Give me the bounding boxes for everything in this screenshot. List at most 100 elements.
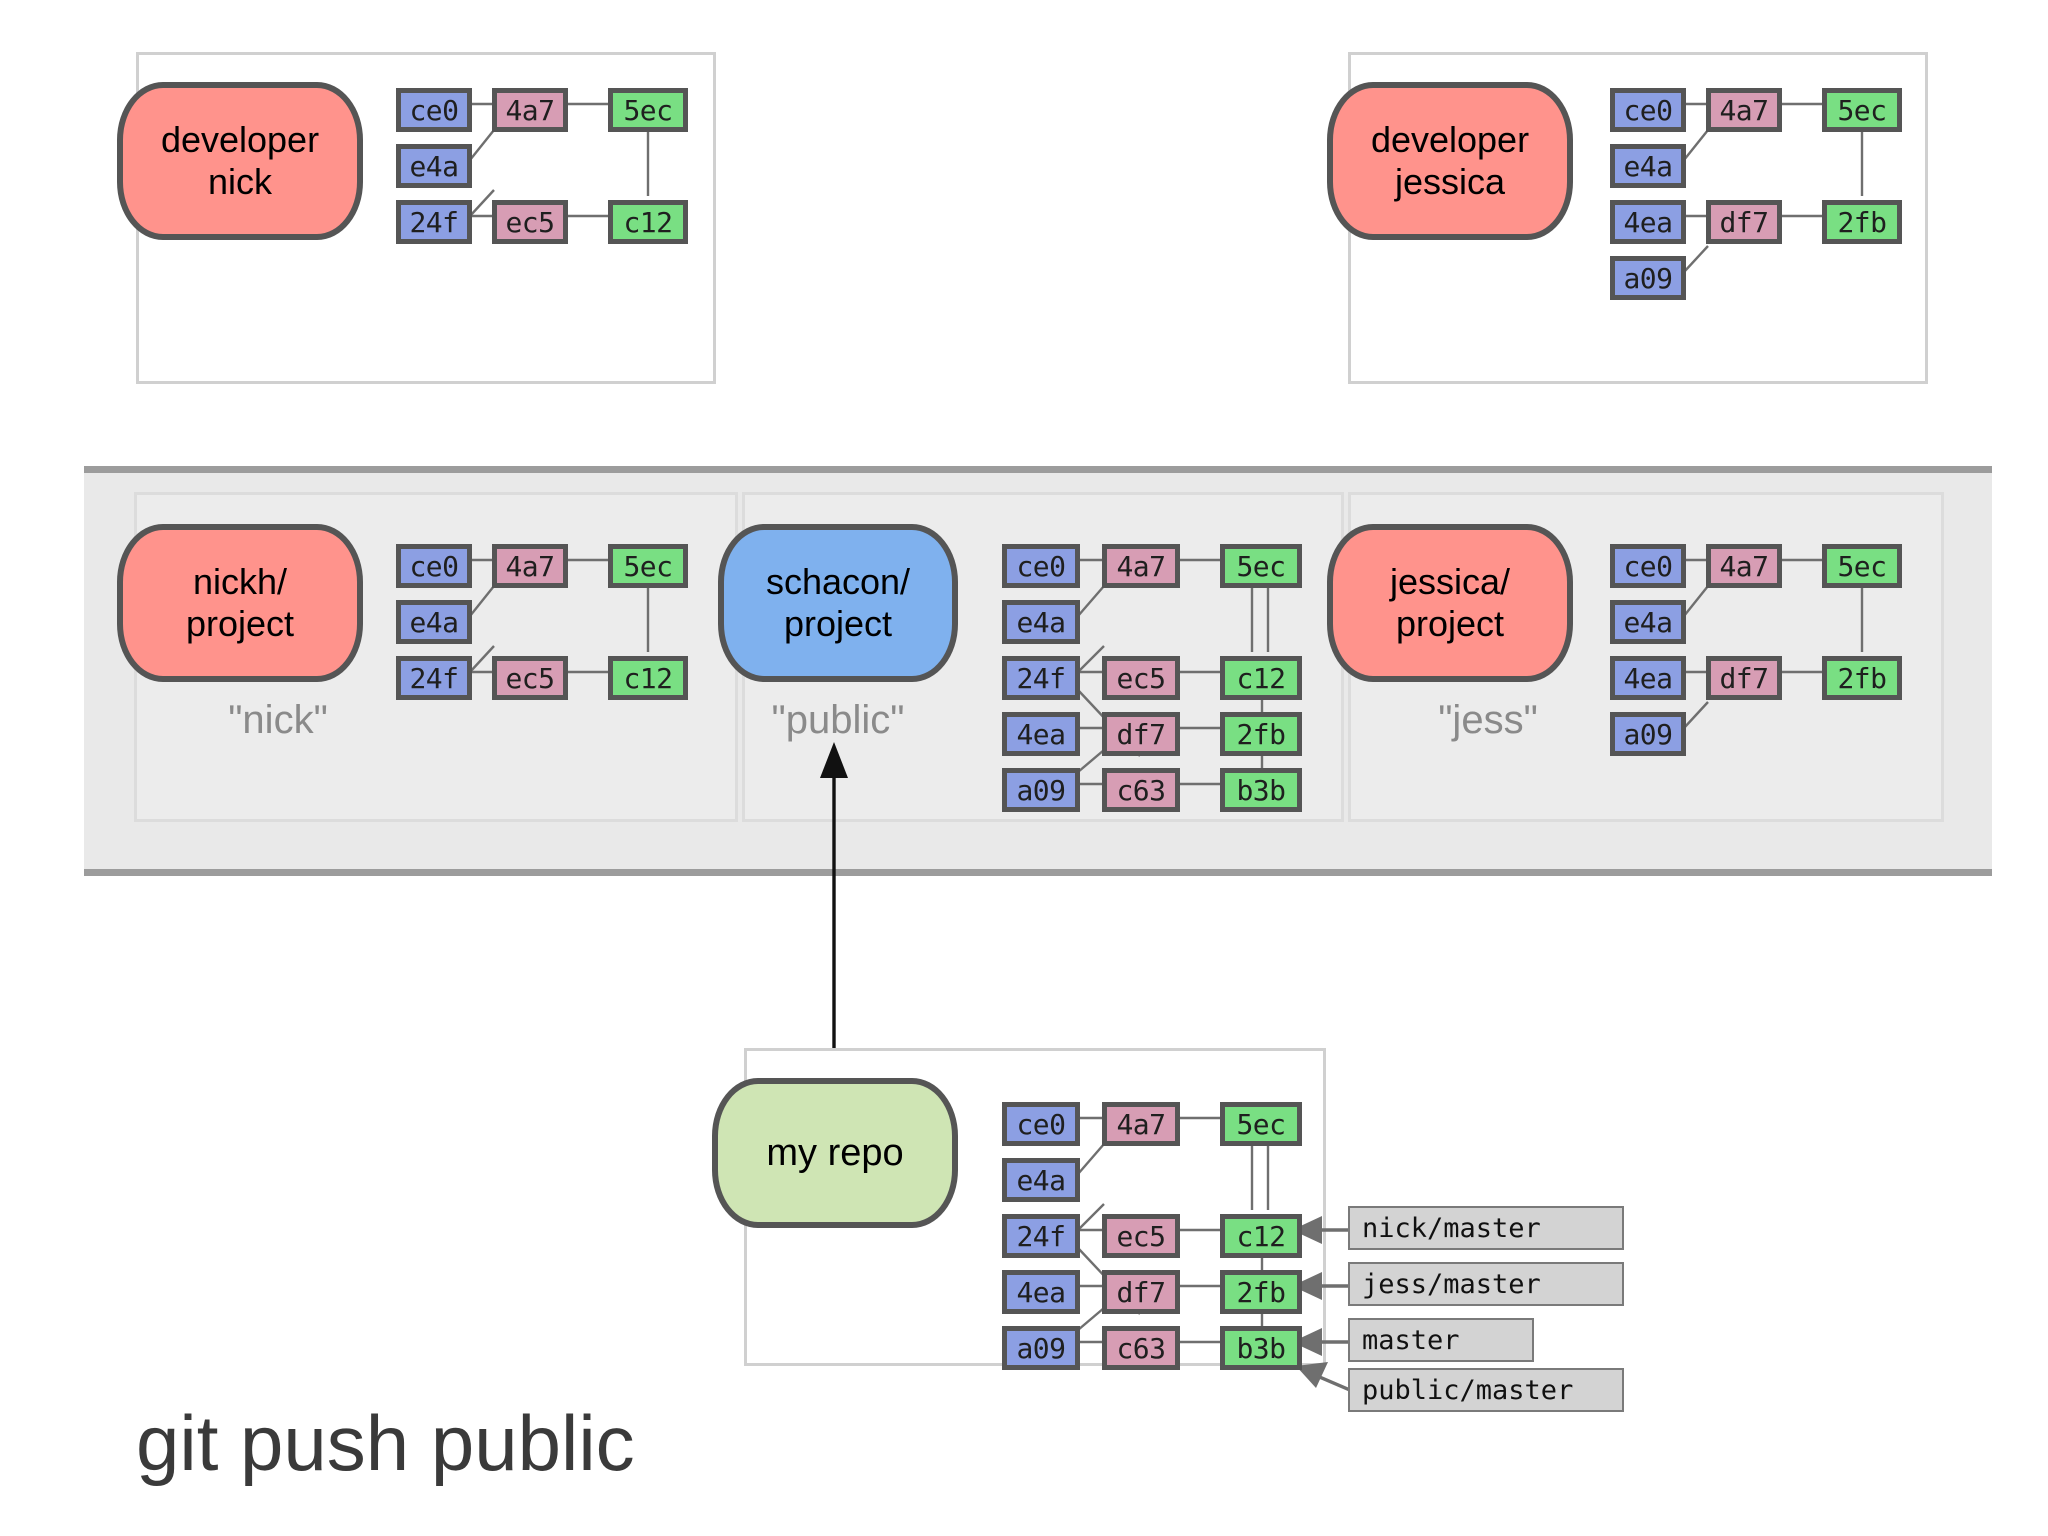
commit-node[interactable]: a09 bbox=[1002, 1326, 1080, 1370]
commit-node[interactable]: e4a bbox=[1002, 600, 1080, 644]
commit-node[interactable]: 4a7 bbox=[492, 88, 568, 132]
commit-label: 24f bbox=[1016, 661, 1066, 695]
commit-node[interactable]: 2fb bbox=[1822, 656, 1902, 700]
commit-label: 4a7 bbox=[505, 93, 555, 127]
commit-label: e4a bbox=[1623, 605, 1673, 639]
commit-node[interactable]: 4ea bbox=[1610, 656, 1686, 700]
commit-node[interactable]: c63 bbox=[1102, 1326, 1180, 1370]
commit-label: ec5 bbox=[1116, 1219, 1166, 1253]
commit-label: 2fb bbox=[1236, 717, 1286, 751]
commit-node[interactable]: a09 bbox=[1610, 256, 1686, 300]
commit-node[interactable]: b3b bbox=[1220, 1326, 1302, 1370]
commit-label: 5ec bbox=[623, 549, 673, 583]
commit-node[interactable]: ce0 bbox=[396, 88, 472, 132]
commit-node[interactable]: 5ec bbox=[1822, 544, 1902, 588]
commit-label: df7 bbox=[1116, 1275, 1166, 1309]
commit-node[interactable]: ce0 bbox=[1610, 544, 1686, 588]
commit-label: ce0 bbox=[409, 549, 459, 583]
server-repo-schacon-blob[interactable]: schacon/ project bbox=[718, 524, 958, 682]
commit-label: ce0 bbox=[1016, 1107, 1066, 1141]
commit-node[interactable]: ec5 bbox=[492, 200, 568, 244]
commit-node[interactable]: e4a bbox=[396, 144, 472, 188]
commit-node[interactable]: df7 bbox=[1706, 200, 1782, 244]
ref-label-nick-master[interactable]: nick/master bbox=[1348, 1206, 1624, 1250]
commit-label: 4ea bbox=[1016, 1275, 1066, 1309]
commit-label: 4ea bbox=[1623, 205, 1673, 239]
commit-node[interactable]: 4a7 bbox=[1706, 88, 1782, 132]
commit-node[interactable]: e4a bbox=[1610, 144, 1686, 188]
commit-label: 2fb bbox=[1236, 1275, 1286, 1309]
commit-node[interactable]: 5ec bbox=[1822, 88, 1902, 132]
commit-label: a09 bbox=[1623, 261, 1673, 295]
commit-node[interactable]: df7 bbox=[1102, 1270, 1180, 1314]
commit-label: c63 bbox=[1116, 773, 1166, 807]
commit-node[interactable]: b3b bbox=[1220, 768, 1302, 812]
commit-label: c12 bbox=[1236, 661, 1286, 695]
commit-label: 5ec bbox=[1837, 93, 1887, 127]
commit-label: 4a7 bbox=[505, 549, 555, 583]
commit-node[interactable]: a09 bbox=[1002, 768, 1080, 812]
commit-node[interactable]: 4a7 bbox=[492, 544, 568, 588]
commit-node[interactable]: 5ec bbox=[608, 544, 688, 588]
commit-node[interactable]: a09 bbox=[1610, 712, 1686, 756]
ref-label-jess-master[interactable]: jess/master bbox=[1348, 1262, 1624, 1306]
commit-node[interactable]: 5ec bbox=[1220, 544, 1302, 588]
ref-label-master[interactable]: master bbox=[1348, 1318, 1534, 1362]
commit-node[interactable]: 24f bbox=[396, 200, 472, 244]
commit-node[interactable]: 4a7 bbox=[1102, 544, 1180, 588]
commit-label: 24f bbox=[409, 661, 459, 695]
commit-node[interactable]: ec5 bbox=[492, 656, 568, 700]
commit-node[interactable]: 4ea bbox=[1002, 712, 1080, 756]
commit-node[interactable]: 4ea bbox=[1610, 200, 1686, 244]
developer-nick-blob[interactable]: developer nick bbox=[117, 82, 363, 240]
commit-node[interactable]: 2fb bbox=[1822, 200, 1902, 244]
commit-node[interactable]: ec5 bbox=[1102, 1214, 1180, 1258]
commit-node[interactable]: c12 bbox=[608, 656, 688, 700]
commit-node[interactable]: 5ec bbox=[608, 88, 688, 132]
nickh-title-line2: project bbox=[185, 603, 295, 644]
commit-node[interactable]: ec5 bbox=[1102, 656, 1180, 700]
commit-node[interactable]: ce0 bbox=[396, 544, 472, 588]
commit-node[interactable]: ce0 bbox=[1610, 88, 1686, 132]
commit-node[interactable]: 2fb bbox=[1220, 1270, 1302, 1314]
remote-name-nick: "nick" bbox=[228, 698, 328, 742]
commit-node[interactable]: 24f bbox=[1002, 1214, 1080, 1258]
commit-label: a09 bbox=[1623, 717, 1673, 751]
commit-node[interactable]: e4a bbox=[396, 600, 472, 644]
jessica-repo-title-line2: project bbox=[1395, 603, 1505, 644]
developer-jessica-blob[interactable]: developer jessica bbox=[1327, 82, 1573, 240]
schacon-title-line1: schacon/ bbox=[765, 560, 911, 602]
commit-label: b3b bbox=[1236, 773, 1286, 807]
commit-node[interactable]: 24f bbox=[396, 656, 472, 700]
commit-label: b3b bbox=[1236, 1331, 1286, 1365]
commit-node[interactable]: e4a bbox=[1002, 1158, 1080, 1202]
commit-node[interactable]: c12 bbox=[608, 200, 688, 244]
my-repo-blob[interactable]: my repo bbox=[712, 1078, 958, 1228]
commit-node[interactable]: 4a7 bbox=[1706, 544, 1782, 588]
commit-node[interactable]: ce0 bbox=[1002, 544, 1080, 588]
server-repo-nickh-blob[interactable]: nickh/ project bbox=[117, 524, 363, 682]
commit-label: c12 bbox=[1236, 1219, 1286, 1253]
commit-node[interactable]: 24f bbox=[1002, 656, 1080, 700]
commit-node[interactable]: df7 bbox=[1706, 656, 1782, 700]
commit-node[interactable]: 2fb bbox=[1220, 712, 1302, 756]
commit-label: 4a7 bbox=[1719, 93, 1769, 127]
developer-jessica-title-line2: jessica bbox=[1394, 161, 1506, 202]
commit-label: 24f bbox=[409, 205, 459, 239]
commit-node[interactable]: df7 bbox=[1102, 712, 1180, 756]
ref-label-public-master[interactable]: public/master bbox=[1348, 1368, 1624, 1412]
commit-label: e4a bbox=[1623, 149, 1673, 183]
commit-label: df7 bbox=[1116, 717, 1166, 751]
server-repo-jessica-blob[interactable]: jessica/ project bbox=[1327, 524, 1573, 682]
commit-node[interactable]: c12 bbox=[1220, 1214, 1302, 1258]
commit-label: ce0 bbox=[1623, 549, 1673, 583]
commit-node[interactable]: 4ea bbox=[1002, 1270, 1080, 1314]
commit-node[interactable]: c12 bbox=[1220, 656, 1302, 700]
ref-label-text: master bbox=[1362, 1324, 1460, 1356]
commit-label: 5ec bbox=[623, 93, 673, 127]
commit-node[interactable]: 4a7 bbox=[1102, 1102, 1180, 1146]
commit-node[interactable]: ce0 bbox=[1002, 1102, 1080, 1146]
commit-node[interactable]: e4a bbox=[1610, 600, 1686, 644]
commit-node[interactable]: 5ec bbox=[1220, 1102, 1302, 1146]
commit-node[interactable]: c63 bbox=[1102, 768, 1180, 812]
